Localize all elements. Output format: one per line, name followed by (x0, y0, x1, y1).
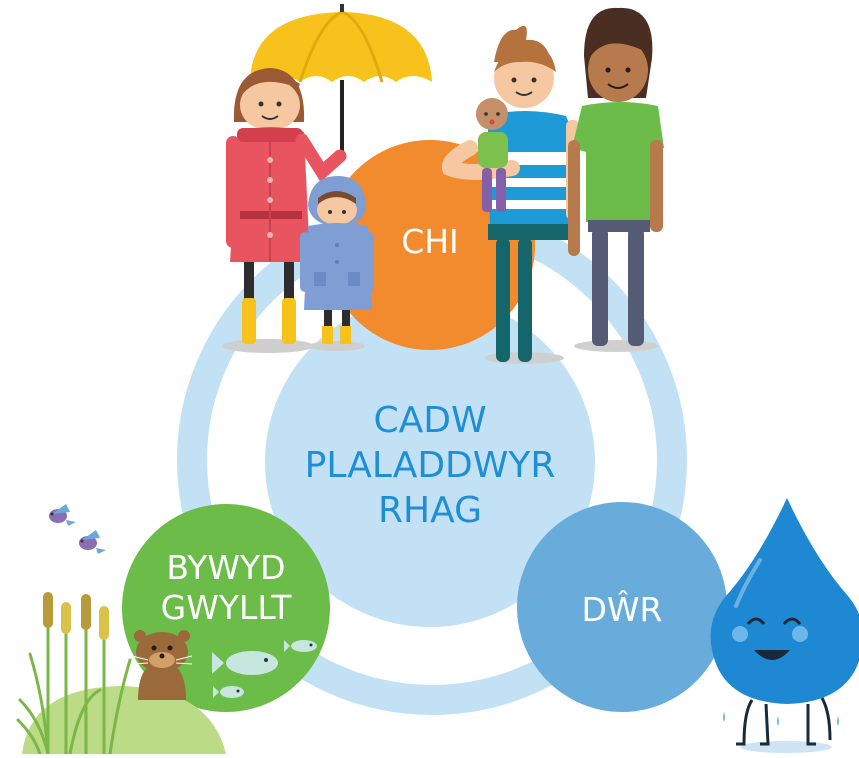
bird-icon-1 (49, 504, 76, 526)
fish-icon-large (212, 651, 278, 675)
woman-with-umbrella (222, 4, 432, 353)
fish-icon-small-1 (284, 640, 317, 652)
woman-in-green (568, 7, 664, 352)
people-circle-label: CHI (401, 222, 459, 261)
child-in-raincoat (300, 176, 374, 351)
otter-icon (131, 630, 193, 700)
center-title: CADW PLALADDWYR RHAG (280, 398, 580, 533)
water-droplet-icon (710, 498, 859, 753)
center-disc (265, 297, 595, 627)
wildlife-label-line-1: BYWYD (166, 548, 286, 587)
water-circle-label: DŴR (581, 590, 663, 629)
wildlife-label-line-2: GWYLLT (160, 588, 292, 627)
center-title-line-2: PLALADDWYR (304, 445, 556, 486)
center-title-line-3: RHAG (378, 490, 482, 531)
water-circle (517, 502, 727, 712)
fish-icon-small-2 (213, 686, 244, 698)
bird-icon-2 (79, 530, 106, 554)
reeds-and-grass (16, 592, 226, 756)
wildlife-circle-label: BYWYD GWYLLT (136, 548, 316, 628)
center-title-line-1: CADW (373, 400, 487, 441)
